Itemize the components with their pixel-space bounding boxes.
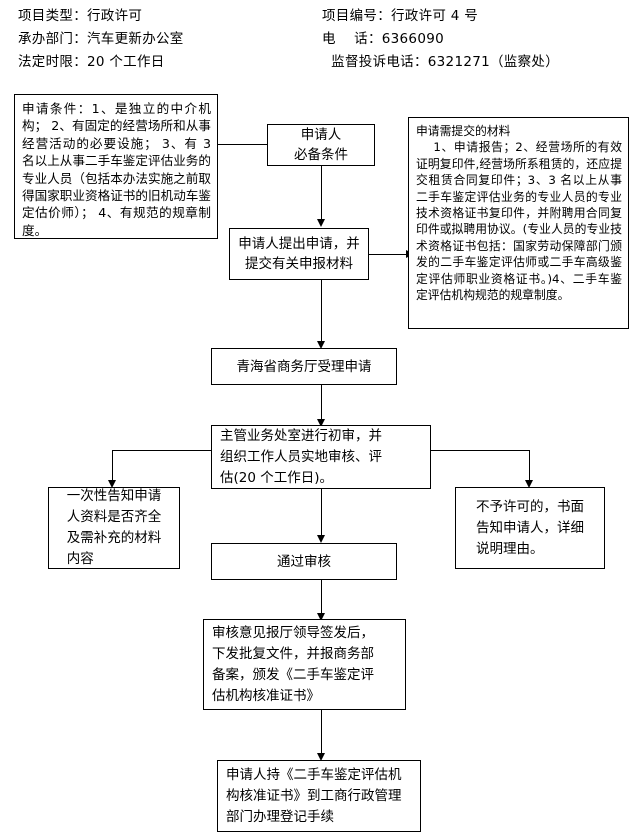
not-permitted-text: 不予许可的，书面 告知申请人，详细 说明理由。 bbox=[476, 498, 584, 557]
issue-certificate-text: 审核意见报厅领导签发后， 下发批复文件，并报商务部 备案，颁发《二手车鉴定评 估… bbox=[212, 624, 374, 704]
connector-preliminary-to-passed bbox=[321, 489, 322, 536]
arrow-down-to-submit bbox=[317, 219, 325, 227]
header-project-number: 项目编号：行政许可 4 号 bbox=[322, 8, 479, 24]
arrow-down-to-preliminary bbox=[317, 419, 325, 427]
arrow-down-to-deny bbox=[525, 480, 533, 488]
preliminary-review-text: 主管业务处室进行初审，并 组织工作人员实地审核、评 估(20 个工作日)。 bbox=[220, 427, 382, 486]
box-register-with-authority: 申请人持《二手车鉴定评估机 构核准证书》到工商行政管理 部门办理登记手续 bbox=[217, 760, 421, 832]
connector-preliminary-to-deny-h bbox=[431, 450, 530, 451]
submit-application-text: 申请人提出申请，并 提交有关申报材料 bbox=[238, 236, 360, 272]
connector-prereq-to-conditions bbox=[218, 144, 267, 145]
header-department: 承办部门：汽车更新办公室 bbox=[18, 31, 184, 47]
box-accept-application: 青海省商务厅受理申请 bbox=[211, 348, 397, 385]
box-application-conditions: 申请条件：1、是独立的中介机构； 2、有固定的经营场所和从事经营活动的必要设施；… bbox=[14, 94, 218, 239]
box-one-time-notification: 一次性告知申请 人资料是否齐全 及需补充的材料 内容 bbox=[48, 487, 180, 569]
header-complaint-phone: 监督投诉电话：6321271（监察处） bbox=[322, 54, 560, 70]
box-preliminary-review: 主管业务处室进行初审，并 组织工作人员实地审核、评 估(20 个工作日)。 bbox=[211, 425, 431, 489]
connector-submit-to-materials bbox=[369, 254, 408, 255]
connector-accept-to-preliminary bbox=[321, 385, 322, 420]
connector-preliminary-to-notify-h bbox=[112, 450, 211, 451]
header-time-limit: 法定时限：20 个工作日 bbox=[18, 54, 165, 70]
one-time-notification-text: 一次性告知申请 人资料是否齐全 及需补充的材料 内容 bbox=[66, 488, 162, 567]
connector-prereq-to-submit bbox=[321, 165, 322, 220]
box-not-permitted: 不予许可的，书面 告知申请人，详细 说明理由。 bbox=[455, 487, 605, 569]
required-materials-title: 申请需提交的材料 bbox=[416, 124, 511, 138]
box-issue-certificate: 审核意见报厅领导签发后， 下发批复文件，并报商务部 备案，颁发《二手车鉴定评 估… bbox=[203, 619, 406, 710]
header-project-type: 项目类型：行政许可 bbox=[18, 8, 143, 24]
connector-passed-to-issue bbox=[321, 580, 322, 614]
box-required-materials: 申请需提交的材料 1、申请报告；2、经营场所的有效证明复印件,经营场所系租赁的，… bbox=[408, 117, 629, 329]
box-submit-application: 申请人提出申请，并 提交有关申报材料 bbox=[229, 228, 369, 280]
connector-submit-to-accept bbox=[321, 280, 322, 342]
arrow-down-to-passed bbox=[317, 535, 325, 543]
accept-application-text: 青海省商务厅受理申请 bbox=[236, 358, 372, 375]
connector-preliminary-to-notify-v bbox=[112, 450, 113, 482]
arrow-down-to-notify bbox=[108, 480, 116, 488]
passed-review-text: 通过审核 bbox=[277, 553, 331, 570]
arrow-down-to-issue bbox=[317, 613, 325, 621]
connector-preliminary-to-deny-v bbox=[529, 450, 530, 482]
arrow-down-to-register bbox=[317, 753, 325, 761]
arrow-down-to-accept bbox=[317, 341, 325, 349]
connector-issue-to-register bbox=[321, 710, 322, 754]
box-passed-review: 通过审核 bbox=[211, 543, 397, 580]
header-phone: 电 话：6366090 bbox=[322, 31, 444, 47]
application-conditions-text: 申请条件：1、是独立的中介机构； 2、有固定的经营场所和从事经营活动的必要设施；… bbox=[22, 101, 216, 238]
required-materials-body: 1、申请报告；2、经营场所的有效证明复印件,经营场所系租赁的，还应提交租赁合同复… bbox=[416, 140, 622, 303]
applicant-prerequisites-text: 申请人 必备条件 bbox=[294, 127, 348, 163]
box-applicant-prerequisites: 申请人 必备条件 bbox=[267, 124, 375, 166]
register-with-authority-text: 申请人持《二手车鉴定评估机 构核准证书》到工商行政管理 部门办理登记手续 bbox=[226, 766, 402, 825]
